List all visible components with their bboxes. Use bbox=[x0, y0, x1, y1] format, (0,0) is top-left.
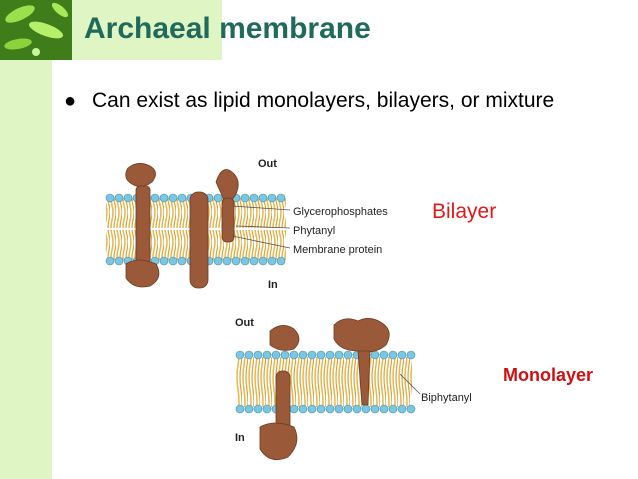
bilayer-tag: Bilayer bbox=[432, 200, 497, 223]
monolayer-tag: Monolayer bbox=[503, 365, 594, 385]
monolayer-callout-line bbox=[400, 373, 421, 395]
bilayer-out-label: Out bbox=[258, 158, 277, 170]
bilayer-membrane-diagram bbox=[105, 163, 286, 289]
bacteria-thumbnail-image bbox=[0, 0, 72, 60]
monolayer-in-label: In bbox=[235, 432, 245, 444]
callout-membrane-protein: Membrane protein bbox=[293, 244, 383, 256]
monolayer-out-label: Out bbox=[235, 317, 254, 329]
title-highlight bbox=[72, 0, 222, 60]
bilayer-in-label: In bbox=[268, 279, 278, 291]
bilayer-callout-lines bbox=[232, 205, 291, 249]
callout-biphytanyl: Biphytanyl bbox=[421, 392, 472, 404]
bullet-text: Can exist as lipid monolayers, bilayers,… bbox=[92, 89, 555, 112]
left-accent-band bbox=[0, 0, 52, 479]
bullet-dot-icon: ● bbox=[64, 90, 77, 112]
callout-glycerophosphates: Glycerophosphates bbox=[293, 206, 388, 218]
callout-phytanyl: Phytanyl bbox=[293, 225, 336, 237]
slide-title: Archaeal membrane bbox=[84, 12, 371, 45]
monolayer-membrane-diagram bbox=[235, 318, 416, 461]
